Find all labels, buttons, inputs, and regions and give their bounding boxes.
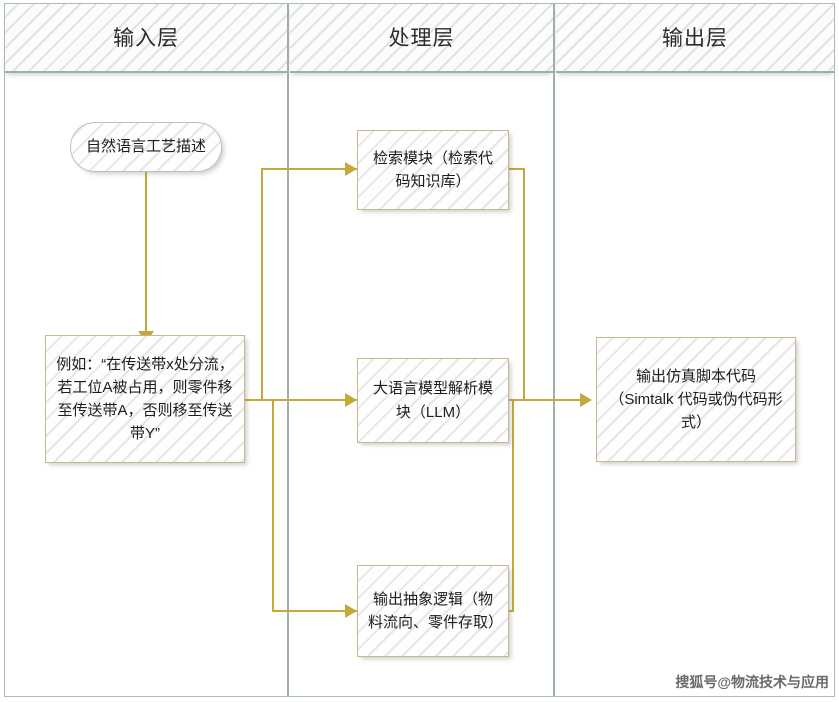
edge-to-llm-arrowhead (345, 393, 357, 407)
lane-title-process: 处理层 (388, 27, 455, 50)
lane-header-input: 输入层 (5, 3, 287, 73)
lane-header-process: 处理层 (290, 3, 553, 73)
node-retrieval-label: 检索模块（检索代码知识库） (372, 149, 493, 190)
edge-llm-to-simcode (508, 399, 586, 401)
lane-title-output: 输出层 (662, 27, 728, 50)
edge-to-abstract-arrowhead (345, 604, 357, 618)
lane-divider-2 (553, 3, 555, 697)
edge-abstract-up (512, 399, 514, 611)
node-example-label: 例如：“在传送带x处分流，若工位A被占用，则零件移至传送带A，否则移至传送带Y” (56, 355, 234, 443)
edge-start-to-example (145, 172, 147, 335)
node-llm-label: 大语言模型解析模块（LLM） (372, 380, 493, 421)
edge-to-retrieval-arrowhead (345, 162, 357, 176)
swimlane-frame (4, 3, 835, 697)
node-start-label: 自然语言工艺描述 (85, 138, 206, 156)
edge-trunk-retrieval (261, 168, 263, 401)
node-retrieval[interactable]: 检索模块（检索代码知识库） (357, 130, 509, 210)
watermark: 搜狐号@物流技术与应用 (675, 674, 829, 690)
edge-retrieval-down (523, 168, 525, 401)
edge-retrieval-out (508, 168, 524, 170)
edge-trunk-retrieval-top (261, 168, 357, 170)
node-sim-code[interactable]: 输出仿真脚本代码（Simtalk 代码或伪代码形式） (596, 337, 796, 462)
lane-header-output: 输出层 (556, 3, 834, 73)
edge-abstract-out (508, 610, 514, 612)
node-example[interactable]: 例如：“在传送带x处分流，若工位A被占用，则零件移至传送带A，否则移至传送带Y” (45, 335, 245, 463)
edge-trunk-abstract (272, 399, 274, 612)
node-sim-code-label: 输出仿真脚本代码（Simtalk 代码或伪代码形式） (609, 367, 783, 432)
node-abstract-logic-label: 输出抽象逻辑（物料流向、零件存取） (368, 590, 504, 631)
edge-to-simcode-arrowhead (580, 393, 592, 407)
node-llm[interactable]: 大语言模型解析模块（LLM） (357, 358, 509, 443)
lane-title-input: 输入层 (113, 27, 179, 50)
lane-divider-1 (287, 3, 289, 697)
edge-example-spine (243, 399, 357, 401)
node-abstract-logic[interactable]: 输出抽象逻辑（物料流向、零件存取） (357, 565, 509, 657)
edge-trunk-abstract-bottom (272, 610, 357, 612)
node-start[interactable]: 自然语言工艺描述 (70, 122, 222, 172)
